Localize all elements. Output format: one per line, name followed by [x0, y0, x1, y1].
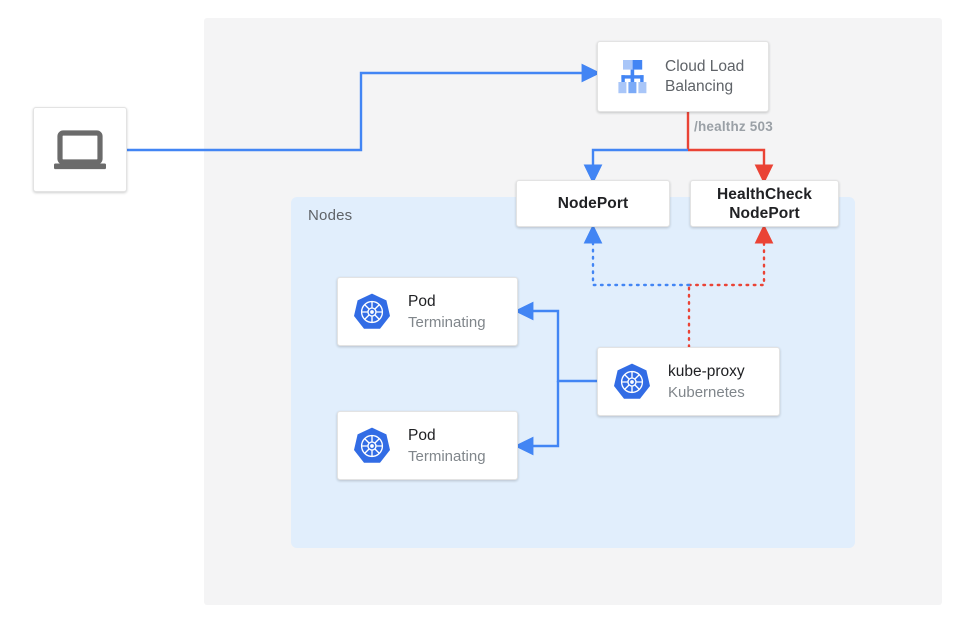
cloud-load-balancing-title-line1: Cloud Load — [665, 57, 745, 75]
pod-card-1[interactable]: Pod Terminating — [337, 277, 518, 346]
healthcheck-nodeport-card[interactable]: HealthCheck NodePort — [690, 180, 839, 227]
pod-1-name: Pod — [408, 292, 436, 310]
client-device-card[interactable] — [33, 107, 127, 192]
edge-loadbalancer-to-healthcheck-nodeport — [688, 148, 774, 184]
healthcheck-nodeport-label-line2: NodePort — [729, 204, 800, 222]
nodes-panel-label: Nodes — [308, 207, 353, 224]
pod-1-text: Pod Terminating — [408, 291, 486, 333]
pod-2-name: Pod — [408, 426, 436, 444]
edge-kubeproxy-to-healthcheck-nodeport — [687, 224, 774, 287]
edge-client-to-loadbalancer — [127, 63, 601, 152]
healthcheck-nodeport-label: HealthCheck NodePort — [717, 185, 812, 223]
pod-1-status: Terminating — [408, 313, 486, 331]
edge-loadbalancer-to-nodeport — [583, 148, 688, 184]
kube-proxy-card[interactable]: kube-proxy Kubernetes — [597, 347, 780, 416]
kube-proxy-subtitle: Kubernetes — [668, 383, 745, 401]
pod-2-status: Terminating — [408, 447, 486, 465]
edge-kubeproxy-to-nodeport — [583, 224, 691, 287]
kube-proxy-text: kube-proxy Kubernetes — [668, 361, 745, 403]
cloud-load-balancing-title-line2: Balancing — [665, 77, 734, 95]
edge-kubeproxy-to-pod-2 — [514, 381, 560, 456]
healthcheck-nodeport-label-line1: HealthCheck — [717, 185, 812, 203]
kubernetes-icon — [354, 293, 390, 329]
pod-2-text: Pod Terminating — [408, 425, 486, 467]
cloud-load-balancing-card[interactable]: Cloud Load Balancing — [597, 41, 769, 112]
healthz-status-label: /healthz 503 — [694, 119, 773, 134]
kubernetes-icon — [614, 363, 650, 399]
laptop-icon — [54, 129, 106, 169]
pod-card-2[interactable]: Pod Terminating — [337, 411, 518, 480]
kubernetes-icon — [354, 427, 390, 463]
edge-kubeproxy-to-pod-1 — [514, 301, 597, 383]
kube-proxy-name: kube-proxy — [668, 362, 745, 380]
nodeport-card[interactable]: NodePort — [516, 180, 670, 227]
nodeport-label: NodePort — [557, 195, 629, 212]
cloud-load-balancing-text: Cloud Load Balancing — [665, 57, 744, 97]
cloud-load-balancing-icon — [618, 59, 647, 93]
